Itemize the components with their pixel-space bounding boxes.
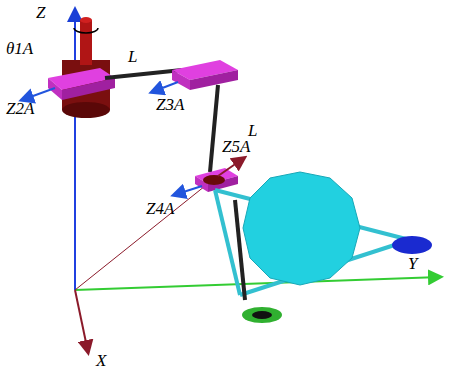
- frame-label: Z4A: [146, 200, 174, 217]
- link-label: L: [128, 48, 137, 65]
- axis-label: X: [96, 352, 106, 369]
- frame-label: Z3A: [156, 96, 184, 113]
- angle-label: θ1A: [6, 40, 33, 57]
- frame-label: Z5A: [222, 138, 250, 155]
- frame-label: Z2A: [6, 100, 34, 117]
- axis-label: Y: [408, 255, 417, 272]
- axis-label: Z: [36, 4, 45, 21]
- link-label: L: [248, 122, 257, 139]
